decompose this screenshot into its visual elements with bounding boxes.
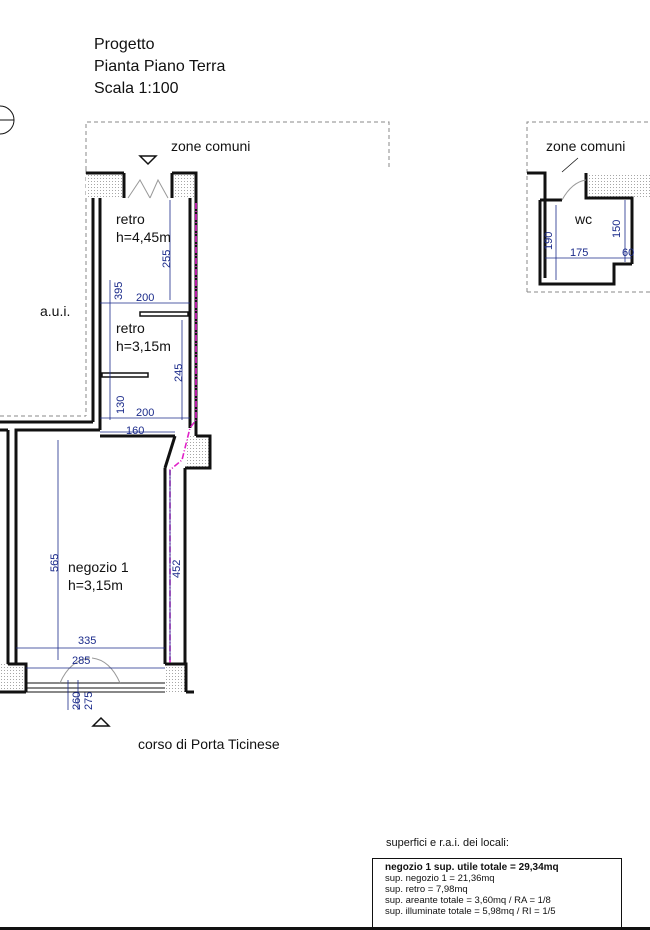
dimension-260: 260 [71,692,83,710]
storefront-window [26,657,165,693]
common-area-outline-right [526,121,650,292]
top-door [127,178,169,199]
dimension-150: 150 [611,220,623,238]
wc-walls [527,171,634,286]
label-aui: a.u.i. [40,303,70,319]
common-area-outline-left [85,121,390,170]
wc-dimension-lines [545,200,632,280]
label-zone-comuni-right: zone comuni [546,138,625,154]
dimension-160: 160 [126,425,144,437]
wall-hatch [0,664,26,692]
dimension-60: 60 [622,247,634,259]
dimension-452: 452 [171,560,183,578]
dimension-275: 275 [83,692,95,710]
partition-upper [139,311,189,317]
legend-line: sup. retro = 7,98mq [385,884,468,895]
label-retro-2-height: h=3,15m [116,338,171,354]
bottom-rule [0,927,650,930]
pipe-line [169,203,197,664]
dimension-255: 255 [161,250,173,268]
walls [0,171,212,694]
north-arrow-icon [0,105,15,135]
legend-head: negozio 1 sup. utile totale = 29,34mq [385,862,559,873]
scale-label: Scala 1:100 [94,80,179,97]
surface-legend: negozio 1 sup. utile totale = 29,34mq su… [372,858,622,930]
bottom-entrance-marker-icon [91,716,111,727]
legend-title: superfici e r.a.i. dei locali: [386,837,509,849]
label-negozio-height: h=3,15m [68,577,123,593]
label-zone-comuni-left: zone comuni [171,138,250,154]
dimension-245: 245 [173,364,185,382]
dimension-285: 285 [72,655,90,667]
wc-leader [561,157,579,173]
legend-line: sup. areante totale = 3,60mq / RA = 1/8 [385,895,551,906]
label-wc: wc [574,211,592,227]
label-retro-1-height: h=4,45m [116,229,171,245]
label-retro-1: retro [116,211,145,227]
label-negozio: negozio 1 [68,559,129,575]
wc-door-swing [561,179,587,201]
dimension-200-upper: 200 [136,292,154,304]
project-title: Progetto [94,36,155,53]
dimension-335: 335 [78,635,96,647]
label-retro-2: retro [116,320,145,336]
legend-line: sup. illuminate totale = 5,98mq / RI = 1… [385,906,556,917]
dimension-130: 130 [115,396,127,414]
plan-title: Pianta Piano Terra [94,58,226,75]
dimension-lines [16,200,190,710]
wall-hatch [172,173,196,198]
dimension-175: 175 [570,247,588,259]
dimension-200-lower: 200 [136,407,154,419]
wc-hatch [586,173,650,198]
wall-hatch [86,173,124,198]
dimension-565: 565 [49,554,61,572]
wall-hatch [187,436,210,468]
wall-hatch [166,664,186,692]
legend-line: sup. negozio 1 = 21,36mq [385,873,495,884]
partition-lower [101,372,149,378]
dimension-395: 395 [113,282,125,300]
top-entrance-marker-icon [138,155,158,166]
label-street: corso di Porta Ticinese [138,736,280,752]
dimension-190: 190 [543,232,555,250]
